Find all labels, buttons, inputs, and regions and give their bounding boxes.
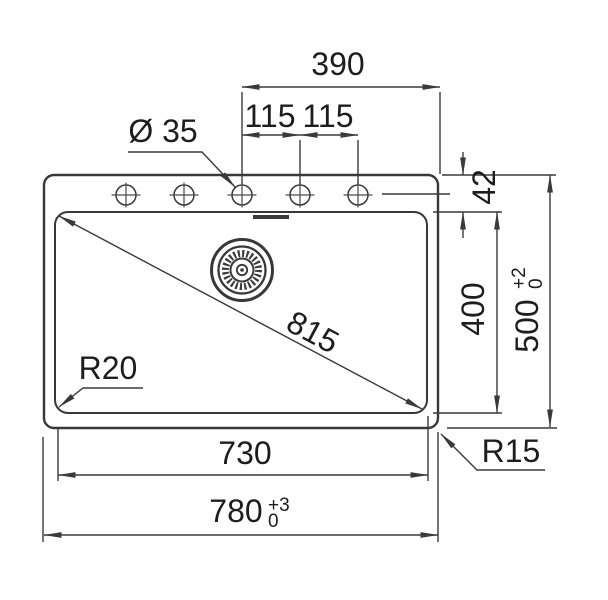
bowl-outline [54, 211, 428, 414]
dimension-hole-pitch: 115 115 [241, 98, 359, 184]
dimension-label-780: 780 [209, 493, 262, 529]
dimension-label-390: 390 [311, 46, 364, 82]
dimension-label-115-right: 115 [302, 98, 353, 134]
faucet-hole-5 [343, 182, 373, 208]
dimension-label-r20: R20 [79, 350, 138, 386]
tolerance-lower-780: 0 [268, 511, 279, 532]
callout-rim-corner-radius: R15 [440, 433, 545, 471]
tolerance-lower-500: 0 [526, 278, 547, 289]
dimension-label-500: 500 [509, 299, 545, 352]
faucet-hole-1 [111, 182, 141, 208]
leader-line [128, 151, 236, 188]
dimension-label-r15: R15 [482, 433, 541, 469]
dimension-faucet-span: 390 [241, 46, 441, 184]
dimension-label-115-left: 115 [244, 98, 295, 134]
faucet-hole-4 [285, 182, 315, 208]
dimension-rim-to-bowl: 42 [433, 152, 556, 238]
dimension-line-815 [58, 215, 423, 410]
dimension-label-730: 730 [218, 435, 271, 471]
dimension-overall-depth: 500 +2 0 [447, 174, 557, 429]
dimension-label-815: 815 [281, 304, 345, 361]
tolerance-upper-780: +3 [268, 495, 290, 516]
faucet-hole-2 [169, 182, 199, 208]
callout-bowl-corner-radius: R20 [58, 350, 143, 408]
drain-strainer [210, 238, 274, 302]
dimension-label-500-group: 500 +2 0 [509, 267, 547, 352]
dimension-label-400: 400 [455, 282, 491, 335]
dimension-bowl-depth: 400 [433, 211, 502, 414]
dimension-overall-width: 780 +3 0 [42, 432, 439, 542]
overflow-slot [253, 215, 289, 219]
dimension-bowl-width: 730 [57, 416, 429, 481]
tolerance-upper-500: +2 [509, 267, 530, 289]
callout-hole-diameter: Ø 35 [128, 113, 236, 188]
drain-center-dot [240, 268, 244, 272]
leader-line [440, 433, 545, 471]
leader-line [58, 387, 143, 408]
sink-rim-outline [42, 173, 440, 430]
faucet-hole-3 [227, 182, 257, 208]
dimension-label-hole-diameter: Ø 35 [128, 113, 197, 149]
faucet-holes [111, 182, 450, 208]
dimension-label-42: 42 [466, 169, 502, 205]
